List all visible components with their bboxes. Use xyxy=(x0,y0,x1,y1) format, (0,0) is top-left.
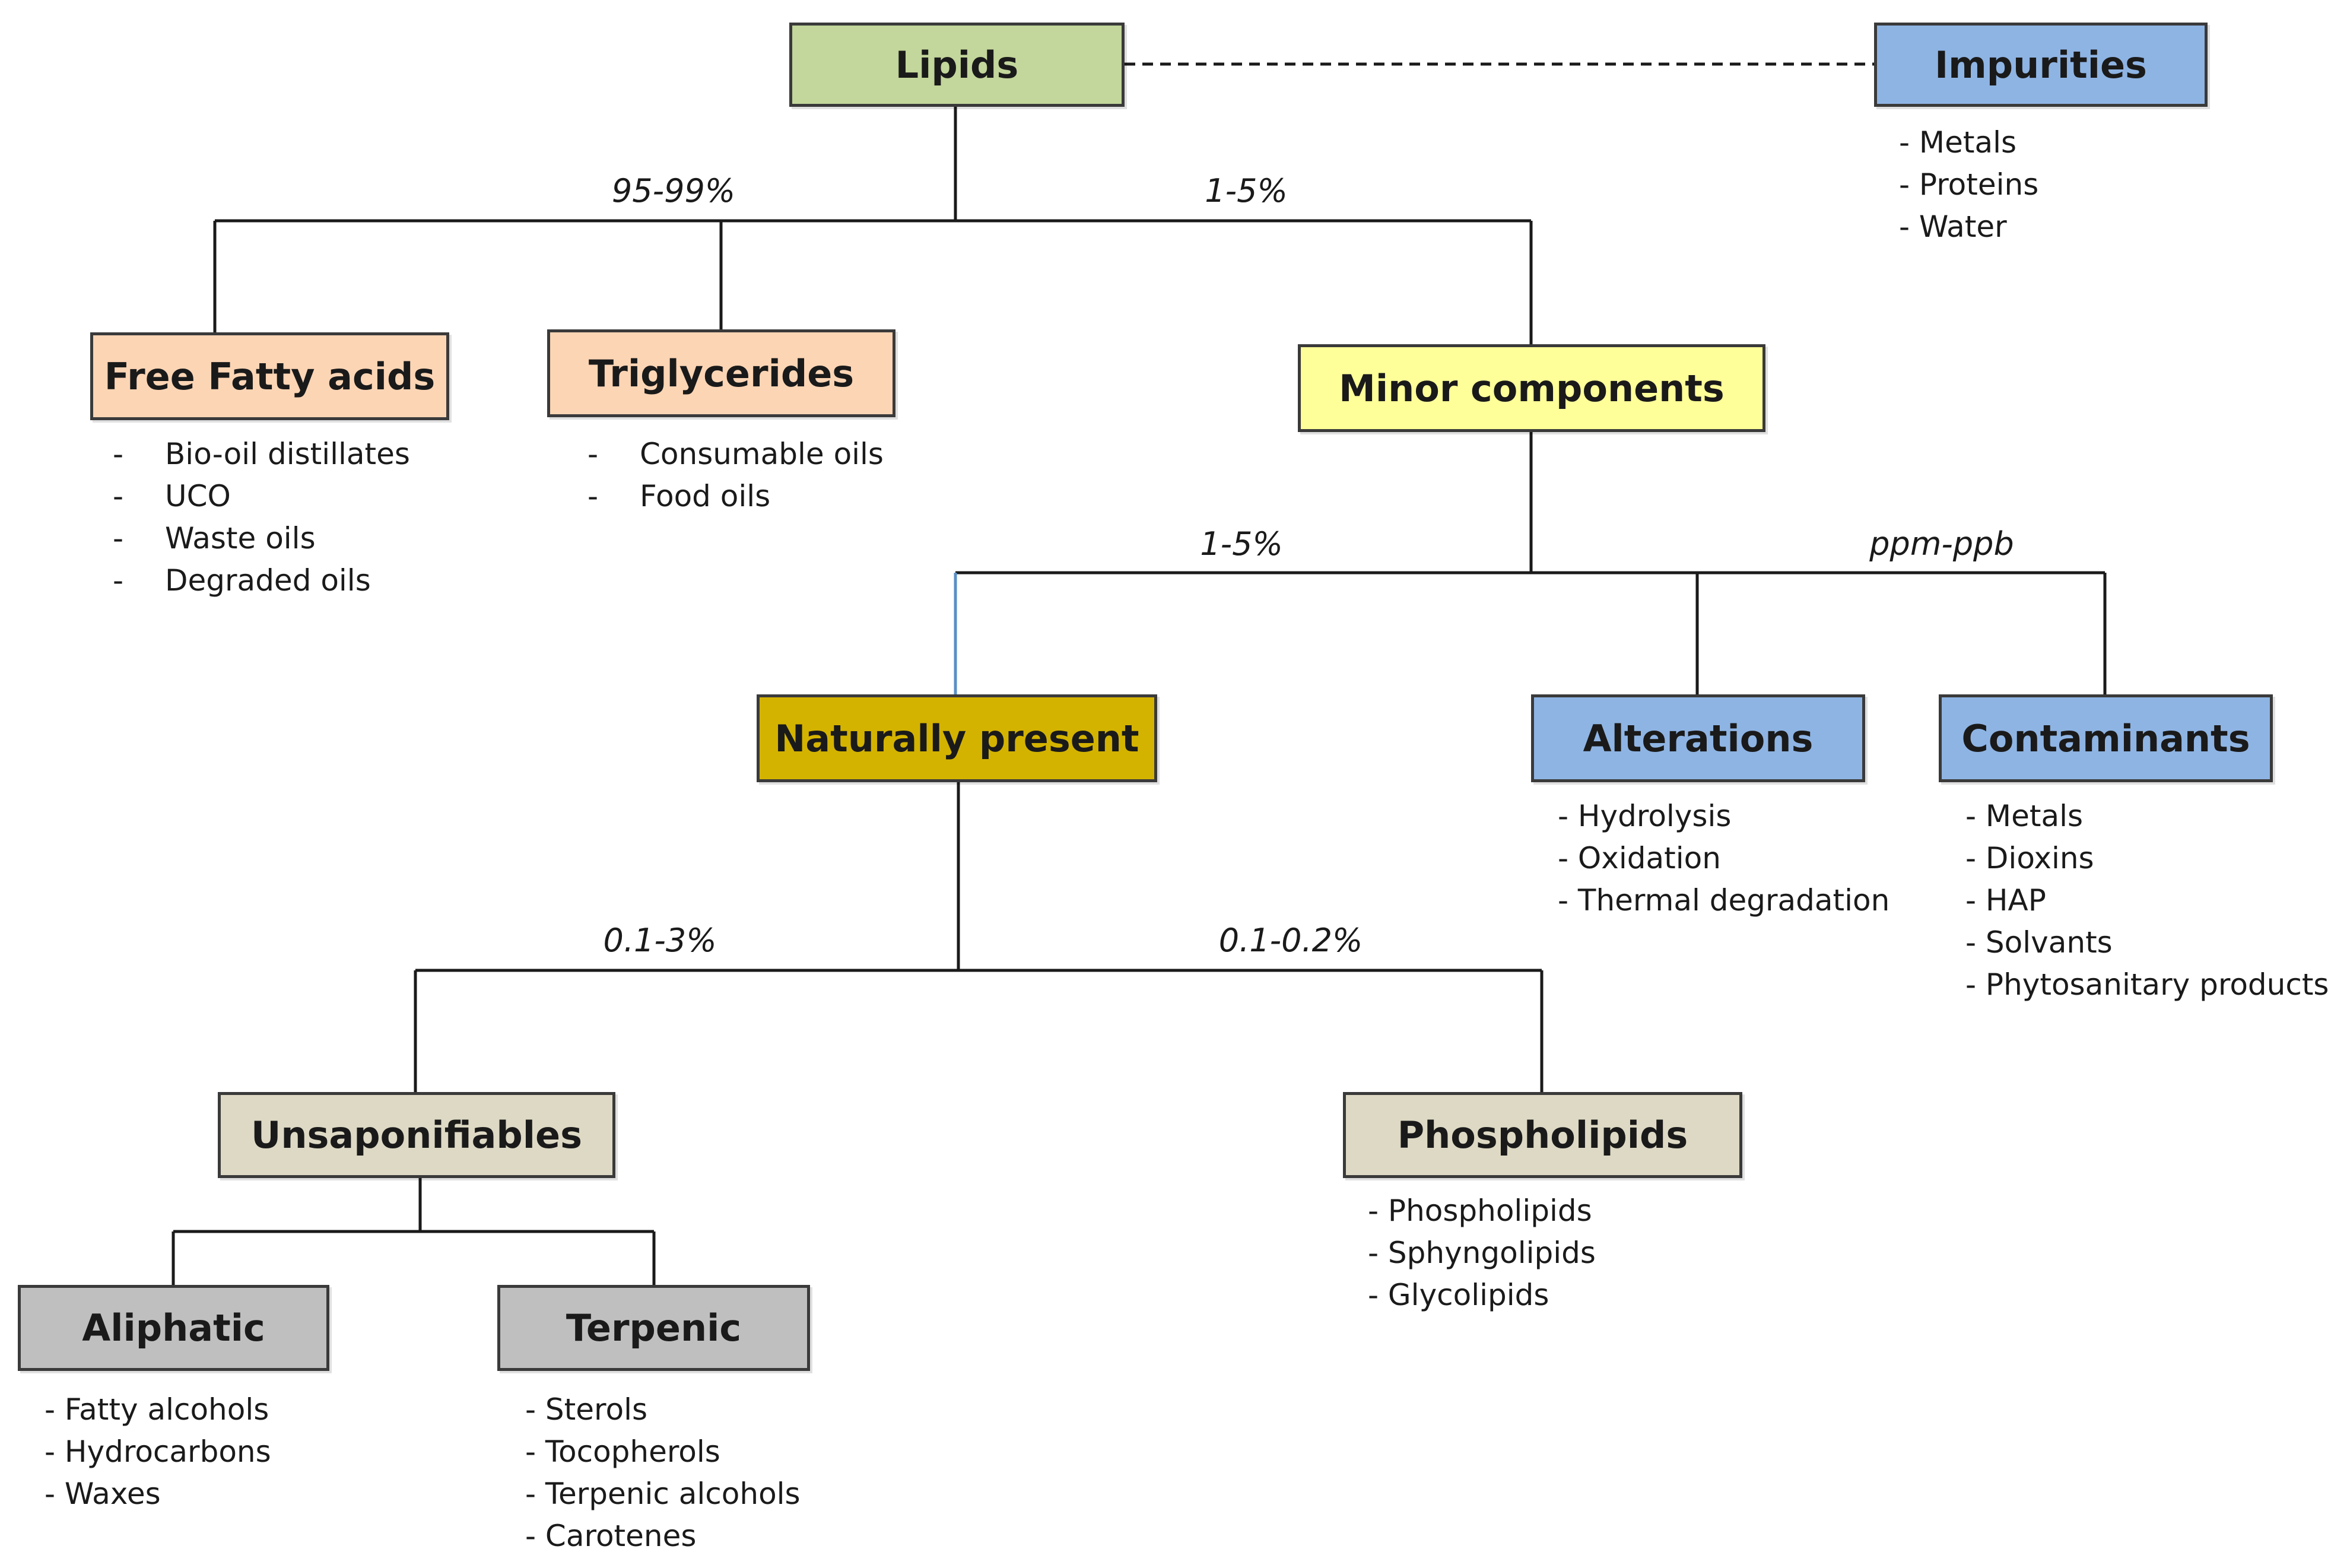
free-fatty-acids-box: Free Fatty acids xyxy=(90,332,449,420)
list-item-text: UCO xyxy=(165,479,231,513)
contaminants-box: Contaminants xyxy=(1939,694,2273,782)
list-dash: - xyxy=(113,521,124,556)
list-item-text: Consumable oils xyxy=(640,437,884,471)
list-item: - Dioxins xyxy=(1965,841,2094,875)
list-item: - Waxes xyxy=(45,1477,161,1511)
minor-alterations-contaminants-range: ppm-ppb xyxy=(1869,525,2014,563)
list-item: - Proteins xyxy=(1899,167,2039,202)
unsaponifiables-box: Unsaponifiables xyxy=(218,1092,615,1178)
list-item: - Carotenes xyxy=(525,1519,697,1553)
list-item: - Hydrocarbons xyxy=(45,1434,271,1469)
list-item: - Hydrolysis xyxy=(1558,799,1732,833)
minor-components-box: Minor components xyxy=(1298,344,1765,432)
lipids-ffa-tg-percent: 95-99% xyxy=(611,172,736,210)
list-item: - Food oils xyxy=(587,475,884,518)
minor-natural-percent: 1-5% xyxy=(1200,525,1283,563)
triglycerides-list: - Consumable oils - Food oils xyxy=(587,433,884,518)
list-item: - Metals xyxy=(1899,125,2017,160)
impurities-list: - Metals - Proteins - Water xyxy=(1899,122,2038,248)
list-item-text: Waste oils xyxy=(165,521,316,556)
lipids-minor-percent: 1-5% xyxy=(1205,172,1288,210)
natural-phospho-percent: 0.1-0.2% xyxy=(1218,922,1363,959)
lipids-box: Lipids xyxy=(789,23,1125,107)
list-item: - Thermal degradation xyxy=(1558,883,1890,918)
list-dash: - xyxy=(587,437,599,471)
triglycerides-box: Triglycerides xyxy=(547,329,895,417)
list-item: - Terpenic alcohols xyxy=(525,1477,801,1511)
list-item: - Waste oils xyxy=(113,518,410,560)
terpenic-box: Terpenic xyxy=(497,1285,810,1371)
list-item: - Oxidation xyxy=(1558,841,1721,875)
impurities-box: Impurities xyxy=(1874,23,2208,107)
list-item-text: Bio-oil distillates xyxy=(165,437,410,471)
list-item: - Bio-oil distillates xyxy=(113,433,410,475)
list-item: - Degraded oils xyxy=(113,560,410,602)
aliphatic-box: Aliphatic xyxy=(18,1285,329,1371)
list-item: - Metals xyxy=(1965,799,2084,833)
phospholipids-box: Phospholipids xyxy=(1343,1092,1742,1178)
contaminants-list: - Metals - Dioxins - HAP - Solvants - Ph… xyxy=(1965,795,2329,1006)
list-dash: - xyxy=(113,479,124,513)
list-item: - Water xyxy=(1899,210,2007,244)
aliphatic-list: - Fatty alcohols - Hydrocarbons - Waxes xyxy=(45,1389,271,1515)
list-item-text: Degraded oils xyxy=(165,563,371,598)
free-fatty-acids-list: - Bio-oil distillates - UCO - Waste oils - D… xyxy=(113,433,410,602)
list-item: - Sphyngolipids xyxy=(1368,1236,1596,1270)
list-dash: - xyxy=(113,563,124,598)
list-dash: - xyxy=(113,437,124,471)
alterations-list: - Hydrolysis - Oxidation - Thermal degra… xyxy=(1558,795,1889,922)
list-item: - Sterols xyxy=(525,1392,648,1427)
alterations-box: Alterations xyxy=(1531,694,1865,782)
list-item: - Tocopherols xyxy=(525,1434,720,1469)
list-item: - Phospholipids xyxy=(1368,1194,1592,1228)
list-item-text: Food oils xyxy=(640,479,771,513)
list-item: - HAP xyxy=(1965,883,2046,918)
terpenic-list: - Sterols - Tocopherols - Terpenic alcoh… xyxy=(525,1389,801,1557)
list-item: - UCO xyxy=(113,475,410,518)
list-item: - Consumable oils xyxy=(587,433,884,475)
list-item: - Solvants xyxy=(1965,925,2113,960)
list-item: - Glycolipids xyxy=(1368,1278,1549,1312)
list-item: - Phytosanitary products xyxy=(1965,967,2329,1002)
natural-unsap-percent: 0.1-3% xyxy=(603,922,717,959)
list-item: - Fatty alcohols xyxy=(45,1392,269,1427)
phospholipids-list: - Phospholipids - Sphyngolipids - Glycol… xyxy=(1368,1190,1596,1316)
list-dash: - xyxy=(587,479,599,513)
naturally-present-box: Naturally present xyxy=(757,694,1157,782)
